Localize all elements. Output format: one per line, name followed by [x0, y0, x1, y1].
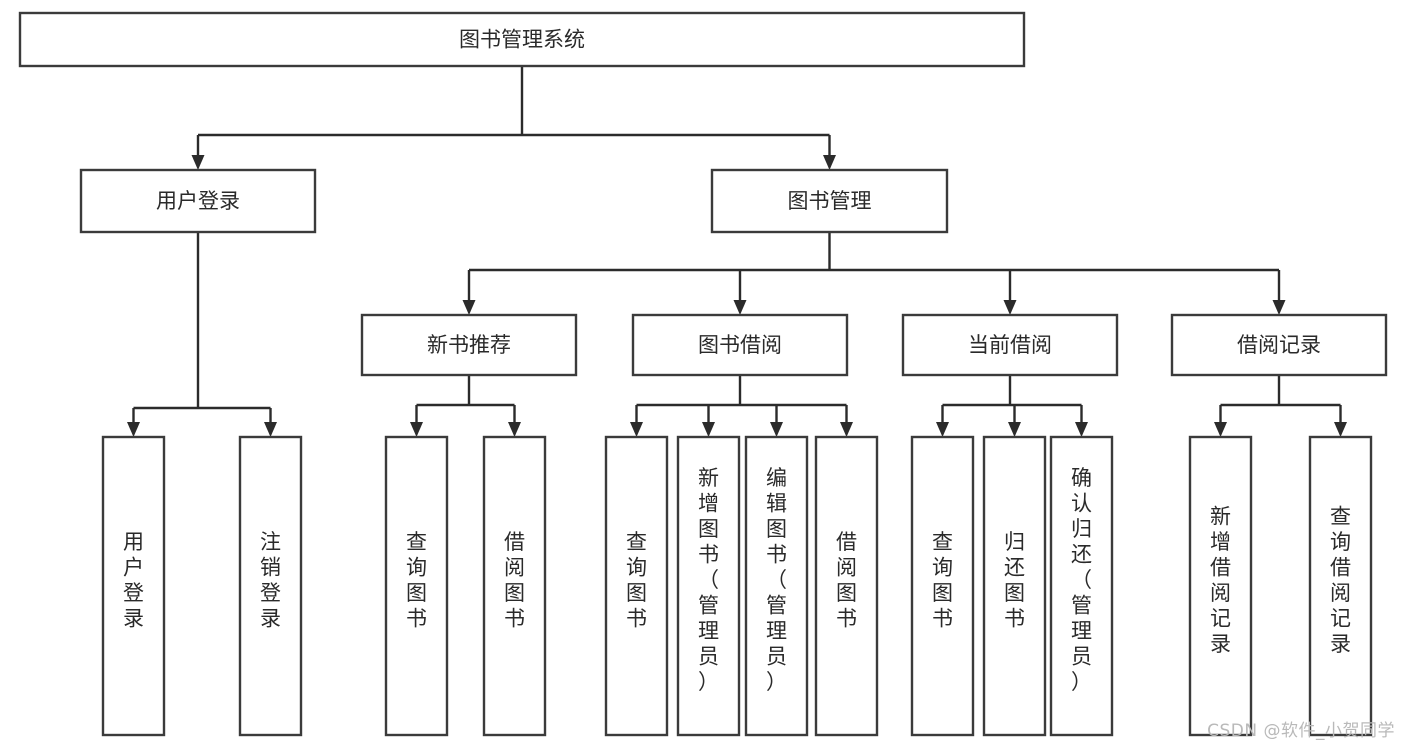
node-box-edit-book-admin[interactable] [744, 435, 809, 737]
node-root[interactable]: 图书管理系统 [18, 11, 1026, 68]
node-confirm-return-admin[interactable]: 确认归还（管理员） [1049, 435, 1114, 737]
node-label-return-book: 归还图书 [1004, 530, 1025, 631]
node-new-book-recommend[interactable]: 新书推荐 [360, 313, 578, 377]
connector-arrow-icon [1272, 300, 1286, 315]
node-label-edit-book-admin: 编辑图书（管理员） [766, 466, 787, 694]
node-book-borrow[interactable]: 图书借阅 [631, 313, 849, 377]
connector-arrow-icon [1334, 422, 1347, 437]
node-edit-book-admin[interactable]: 编辑图书（管理员） [744, 435, 809, 737]
connector-arrow-icon [1003, 300, 1017, 315]
node-book-manage[interactable]: 图书管理 [710, 168, 949, 234]
node-box-return-book[interactable] [982, 435, 1047, 737]
node-label-root: 图书管理系统 [459, 28, 585, 52]
connector-arrow-icon [127, 422, 140, 437]
connector-arrow-icon [1008, 422, 1021, 437]
csdn-watermark: CSDN @软件_小贺同学 [1207, 721, 1395, 741]
connector-arrow-icon [840, 422, 853, 437]
connector-arrow-icon [823, 155, 836, 170]
node-label-add-book-admin: 新增图书（管理员） [698, 466, 719, 694]
node-box-add-borrow-record[interactable] [1188, 435, 1253, 737]
node-label-query-borrow-record: 查询借阅记录 [1330, 504, 1351, 656]
node-query-book-1[interactable]: 查询图书 [384, 435, 449, 737]
node-box-add-book-admin[interactable] [676, 435, 741, 737]
node-box-book-manage[interactable] [710, 168, 949, 234]
node-add-book-admin[interactable]: 新增图书（管理员） [676, 435, 741, 737]
node-user-login[interactable]: 用户登录 [79, 168, 317, 234]
node-box-user-login-do[interactable] [101, 435, 166, 737]
node-box-borrow-book-2[interactable] [814, 435, 879, 737]
node-label-borrow-book-1: 借阅图书 [504, 530, 525, 631]
connector-arrow-icon [1214, 422, 1227, 437]
node-box-current-borrow[interactable] [901, 313, 1119, 377]
node-box-new-book-recommend[interactable] [360, 313, 578, 377]
node-label-query-book-2: 查询图书 [626, 530, 647, 631]
node-label-current-borrow: 当前借阅 [968, 333, 1052, 357]
node-label-query-book-3: 查询图书 [932, 530, 953, 631]
node-box-borrow-book-1[interactable] [482, 435, 547, 737]
node-label-borrow-book-2: 借阅图书 [836, 530, 857, 631]
node-box-user-logout[interactable] [238, 435, 303, 737]
node-label-user-login: 用户登录 [156, 189, 240, 213]
node-borrow-records[interactable]: 借阅记录 [1170, 313, 1388, 377]
node-label-add-borrow-record: 新增借阅记录 [1210, 504, 1231, 656]
node-label-confirm-return-admin: 确认归还（管理员） [1071, 466, 1092, 694]
connector-arrow-icon [702, 422, 715, 437]
connector-arrow-icon [1075, 422, 1088, 437]
node-borrow-book-2[interactable]: 借阅图书 [814, 435, 879, 737]
node-label-book-manage: 图书管理 [788, 189, 872, 213]
connector-arrow-icon [630, 422, 643, 437]
connector-arrow-icon [191, 155, 205, 170]
node-return-book[interactable]: 归还图书 [982, 435, 1047, 737]
connector-arrow-icon [936, 422, 949, 437]
node-box-query-borrow-record[interactable] [1308, 435, 1373, 737]
node-label-user-login-do: 用户登录 [123, 530, 144, 631]
node-query-book-3[interactable]: 查询图书 [910, 435, 975, 737]
node-label-query-book-1: 查询图书 [406, 530, 427, 631]
connector-arrow-icon [770, 422, 783, 437]
connector-arrow-icon [462, 300, 476, 315]
node-label-borrow-records: 借阅记录 [1237, 333, 1321, 357]
node-label-new-book-recommend: 新书推荐 [427, 333, 511, 357]
node-box-user-login[interactable] [79, 168, 317, 234]
node-add-borrow-record[interactable]: 新增借阅记录 [1188, 435, 1253, 737]
node-label-book-borrow: 图书借阅 [698, 333, 782, 357]
node-box-book-borrow[interactable] [631, 313, 849, 377]
node-box-root[interactable] [18, 11, 1026, 68]
connector-arrow-icon [508, 422, 521, 437]
node-user-login-do[interactable]: 用户登录 [101, 435, 166, 737]
node-current-borrow[interactable]: 当前借阅 [901, 313, 1119, 377]
node-box-query-book-1[interactable] [384, 435, 449, 737]
node-query-book-2[interactable]: 查询图书 [604, 435, 669, 737]
connector-arrow-icon [264, 422, 277, 437]
connector-arrow-icon [733, 300, 747, 315]
node-box-borrow-records[interactable] [1170, 313, 1388, 377]
node-query-borrow-record[interactable]: 查询借阅记录 [1308, 435, 1373, 737]
node-box-query-book-2[interactable] [604, 435, 669, 737]
node-box-confirm-return-admin[interactable] [1049, 435, 1114, 737]
node-label-user-logout: 注销登录 [260, 530, 281, 631]
node-user-logout[interactable]: 注销登录 [238, 435, 303, 737]
connector-arrow-icon [410, 422, 423, 437]
node-borrow-book-1[interactable]: 借阅图书 [482, 435, 547, 737]
node-box-query-book-3[interactable] [910, 435, 975, 737]
